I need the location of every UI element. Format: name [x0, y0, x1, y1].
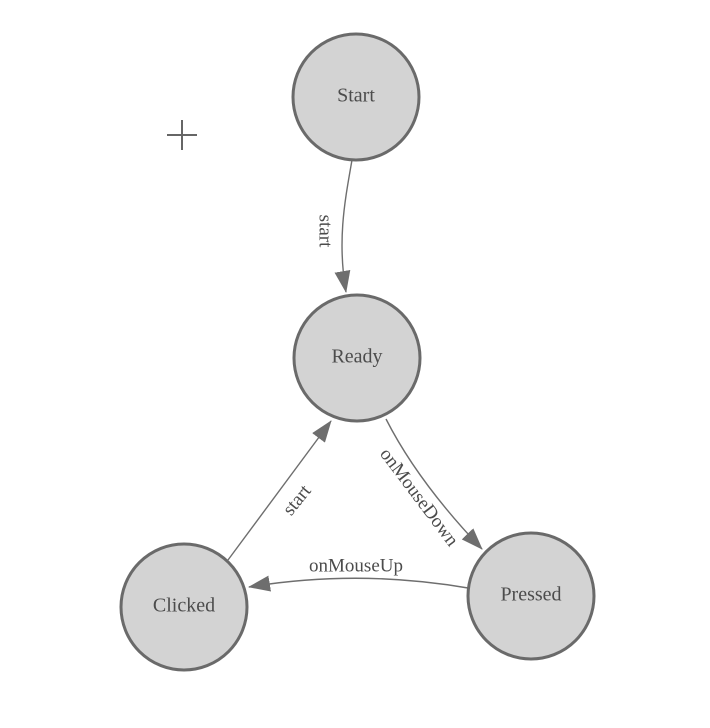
state-label-pressed: Pressed: [500, 584, 561, 606]
state-node-pressed[interactable]: Pressed: [466, 531, 596, 661]
edge-pressed-to-clicked[interactable]: [248, 575, 469, 592]
edge-label-pressed-to-clicked: onMouseUp: [309, 555, 403, 576]
state-circle-ready[interactable]: [292, 293, 422, 423]
edge-start-to-ready[interactable]: [334, 159, 353, 293]
edge-ready-to-pressed[interactable]: [385, 418, 483, 550]
state-circle-start[interactable]: [291, 32, 421, 162]
state-node-start[interactable]: Start: [291, 32, 421, 162]
state-label-start: Start: [337, 85, 375, 107]
edge-label-start-to-ready: start: [315, 215, 336, 248]
edges: [227, 159, 483, 592]
state-circle-pressed[interactable]: [466, 531, 596, 661]
state-circle-clicked[interactable]: [119, 542, 249, 672]
edge-label-clicked-to-ready: start: [279, 480, 316, 519]
edge-label-ready-to-pressed: onMouseDown: [375, 444, 463, 551]
edge-clicked-to-ready[interactable]: [227, 420, 332, 561]
state-node-clicked[interactable]: Clicked: [119, 542, 249, 672]
state-label-clicked: Clicked: [153, 595, 215, 617]
state-node-ready[interactable]: Ready: [292, 293, 422, 423]
state-label-ready: Ready: [331, 346, 382, 368]
state-nodes: Start Ready Clicked Pressed: [119, 32, 596, 672]
plus-crosshair-icon: [167, 120, 197, 150]
